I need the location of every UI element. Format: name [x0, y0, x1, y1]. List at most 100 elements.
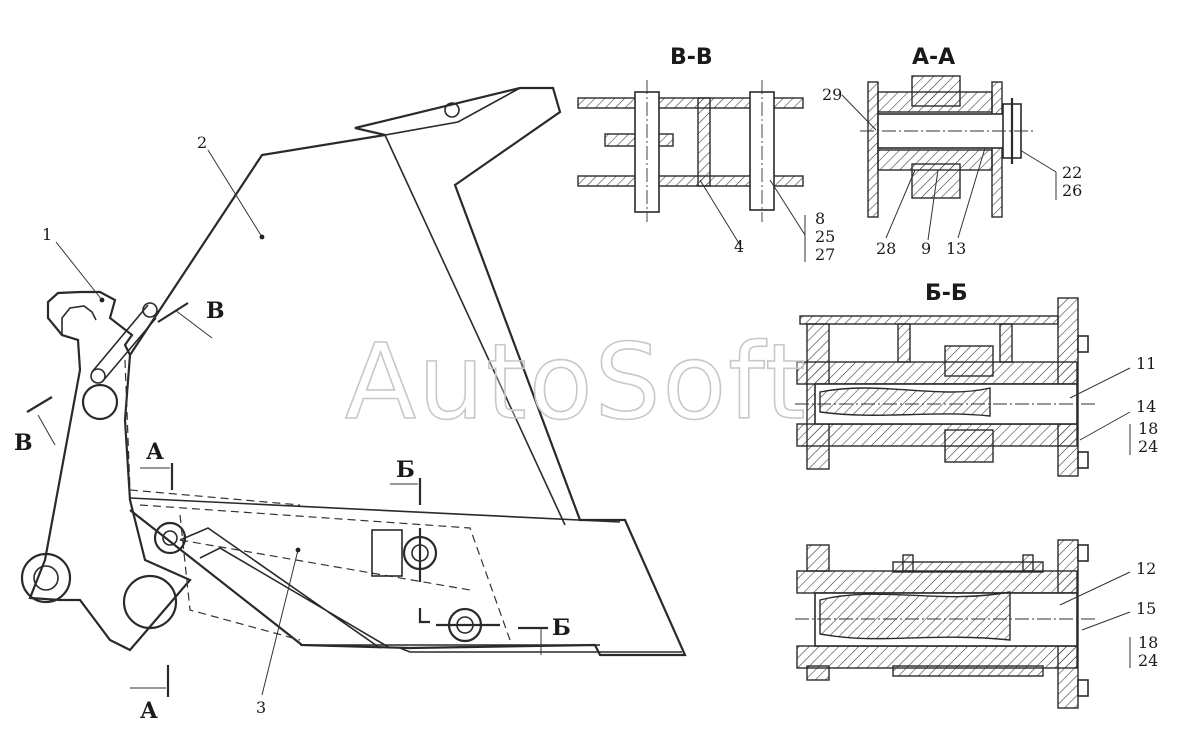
aa-leader-28: [885, 169, 916, 239]
cut-v-left-line: [26, 396, 53, 413]
bb2-upper-tube: [796, 570, 1078, 594]
bb2-callout-18: 18: [1138, 633, 1158, 652]
bb-rib-2: [999, 323, 1013, 363]
cut-v-left-arrow: [37, 414, 56, 446]
cut-a-top-label: А: [146, 439, 164, 465]
aa-upper-plate: [877, 91, 993, 113]
cylinder-pin: [153, 521, 187, 555]
bb2-bushing-bottom: [892, 665, 1044, 677]
link-rod: [91, 304, 157, 383]
cut-v-left-label: В: [14, 430, 33, 456]
aa-left-wall: [867, 81, 879, 218]
frame-hole: [122, 574, 178, 630]
cut-b-top-label: Б: [396, 457, 415, 483]
aa-callout-22: 22: [1062, 163, 1082, 182]
aa-leader-29: [841, 94, 877, 131]
section-aa: А-А 29 22 26 28 9 13: [822, 45, 1082, 258]
bb-leader-14: [1079, 411, 1131, 441]
bb2-callout-15: 15: [1136, 599, 1156, 618]
bb-callout-24: 24: [1138, 437, 1158, 456]
bb2-leader-12: [1059, 571, 1131, 606]
leader-dot-3: [295, 547, 301, 553]
aa-callout-9: 9: [921, 239, 931, 258]
cut-v-top-line: [157, 302, 189, 323]
bb-top-frame: [799, 315, 1059, 325]
bb-pin-cutaway: [819, 387, 991, 417]
main-assembly-view: 1 2 3 В В А А Б Б: [14, 86, 687, 724]
hidden-lines: [124, 359, 511, 641]
bb-callout-18: 18: [1138, 419, 1158, 438]
bb2-callout-24: 24: [1138, 651, 1158, 670]
vv-callout-27: 27: [815, 245, 835, 264]
vv-web-plate: [697, 97, 711, 187]
vv-bottom-plate: [577, 175, 804, 187]
upper-pin: [81, 383, 119, 421]
vv-callout-25: 25: [815, 227, 835, 246]
vv-leader-4: [699, 179, 741, 246]
cut-a-bottom-label: А: [140, 698, 158, 724]
frame-arm: [28, 290, 192, 652]
bucket-top-plate: [354, 87, 521, 136]
vv-callout-8: 8: [815, 209, 825, 228]
cut-v-top-arrow: [174, 309, 213, 339]
aa-callout-13: 13: [946, 239, 966, 258]
callout-2: 2: [197, 133, 207, 152]
bb-bolt-bottom: [1077, 451, 1089, 469]
bb2-left-wall-top: [806, 544, 830, 572]
section-bb-bottom: 12 15 18 24: [795, 539, 1158, 709]
aa-callout-28: 28: [876, 239, 896, 258]
vv-callout-4: 4: [734, 237, 744, 256]
cut-v-top-label: В: [206, 298, 225, 324]
bb-leader-11: [1069, 367, 1131, 399]
leader-dot-2: [259, 234, 265, 240]
cylinder-body: [179, 527, 391, 649]
watermark: AutoSoft: [345, 321, 808, 443]
bb2-lower-tube: [796, 645, 1078, 669]
section-vv: В-В 4 8 25 27: [577, 45, 835, 264]
leader-3: [261, 549, 299, 696]
bb2-leader-15: [1081, 611, 1131, 631]
hook-inner: [61, 305, 97, 335]
bb2-bolt-top: [1077, 544, 1089, 562]
leader-dot-1: [99, 297, 105, 303]
lower-pivot-outer: [20, 552, 72, 604]
bb-bolt-top: [1077, 335, 1089, 353]
bucket-top-hole: [444, 102, 460, 118]
section-bb-title: Б-Б: [925, 281, 968, 306]
bb2-callout-12: 12: [1136, 559, 1156, 578]
lower-pivot-inner: [33, 565, 59, 591]
aa-callout-26: 26: [1062, 181, 1082, 200]
bb-callout-11: 11: [1136, 354, 1156, 373]
callout-3: 3: [256, 698, 266, 717]
bottom-bracket: [418, 608, 430, 624]
leader-2: [207, 149, 263, 238]
bb-rib-1: [897, 323, 911, 363]
lock-block: [371, 529, 403, 577]
vv-top-plate: [577, 97, 804, 109]
cylinder-pin-inner: [162, 530, 178, 546]
cut-b-bottom-label: Б: [552, 615, 571, 641]
bb2-pin-cutaway: [819, 591, 1011, 641]
bb-upper-tube: [796, 361, 1078, 385]
leader-1: [55, 241, 103, 301]
bb-lower-tube: [796, 423, 1078, 447]
bucket-inner-edge: [384, 134, 566, 526]
link-pin-bottom: [90, 368, 106, 384]
vv-leader-8: [769, 179, 806, 236]
link-pin-top: [142, 302, 158, 318]
aa-leader-22: [1019, 149, 1057, 173]
aa-right-wall: [991, 81, 1003, 218]
bb-callout-14: 14: [1136, 397, 1156, 416]
aa-leader-13: [957, 147, 986, 239]
aa-leader-9: [927, 169, 939, 241]
callout-1: 1: [42, 225, 52, 244]
bb2-bushing-top: [892, 561, 1044, 573]
bucket-bottom-line: [129, 497, 682, 653]
section-bb-top: Б-Б 11 14 18 24: [795, 281, 1158, 477]
bb2-bolt-bottom: [1077, 679, 1089, 697]
section-vv-title: В-В: [670, 45, 713, 70]
aa-lower-plate: [877, 149, 993, 171]
aa-callout-29: 29: [822, 85, 842, 104]
